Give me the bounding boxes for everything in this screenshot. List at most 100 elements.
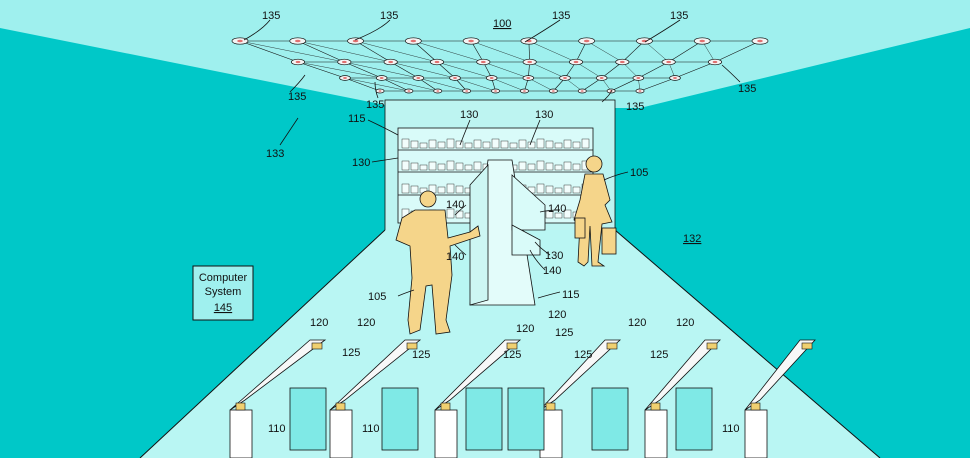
ceiling-light-lens bbox=[583, 39, 590, 43]
shelf-product bbox=[545, 140, 554, 149]
bin-label-4: 140 bbox=[543, 265, 561, 277]
light-grid-line bbox=[413, 40, 438, 63]
light-grid-diagonal bbox=[436, 61, 492, 79]
shelf-product bbox=[410, 162, 419, 171]
shelf-product bbox=[581, 138, 590, 149]
shelf-product bbox=[455, 162, 464, 171]
store-right-label: 132 bbox=[683, 233, 701, 245]
light-label-1: 135 bbox=[262, 10, 280, 22]
shelf-product bbox=[491, 138, 500, 149]
gate-panel-label: 125 bbox=[503, 349, 521, 361]
shelf-product bbox=[536, 160, 545, 171]
ceiling-light-lens bbox=[563, 77, 567, 79]
shelf-product bbox=[446, 160, 455, 171]
ceiling-light-lens bbox=[494, 90, 497, 92]
gate-sensor-back bbox=[706, 342, 718, 350]
light-grid-line bbox=[355, 40, 391, 63]
light-grid-diagonal bbox=[413, 40, 484, 63]
ceiling-light-lens bbox=[378, 90, 382, 92]
gate-pillar bbox=[539, 339, 622, 458]
shelf-product bbox=[428, 139, 437, 149]
shelf-product bbox=[563, 161, 572, 171]
light-grid-diagonal bbox=[491, 77, 525, 92]
gate-sensor-back bbox=[606, 342, 618, 350]
shelf-product bbox=[419, 164, 428, 171]
shelf-product bbox=[428, 161, 437, 171]
shelf-product bbox=[410, 140, 419, 149]
computer-system-box: Computer System 145 bbox=[192, 265, 254, 321]
ceiling-light-lens bbox=[294, 39, 301, 43]
person-center-label: 105 bbox=[368, 291, 386, 303]
light-grid-line bbox=[674, 61, 716, 79]
ceiling-light-lens bbox=[523, 90, 526, 92]
light-grid-line bbox=[622, 40, 645, 63]
light-grid-diagonal bbox=[529, 61, 566, 79]
light-grid-diagonal bbox=[644, 40, 669, 63]
light-grid-line bbox=[470, 40, 484, 63]
gate-sensor-front bbox=[335, 402, 346, 411]
ceiling-light-lens bbox=[465, 90, 469, 92]
ceiling-light-lens bbox=[343, 77, 347, 79]
gate-pillar bbox=[434, 339, 522, 458]
light-grid-line bbox=[381, 77, 410, 92]
gate-panel-label: 125 bbox=[342, 347, 360, 359]
ceiling-light-lens bbox=[712, 60, 718, 64]
gate-panel-label: 125 bbox=[650, 349, 668, 361]
gate-sensor-label: 120 bbox=[676, 317, 694, 329]
shelf-product bbox=[482, 141, 491, 149]
floor-edge-left bbox=[139, 229, 386, 458]
shelf-product bbox=[563, 184, 572, 194]
light-grid-diagonal bbox=[418, 77, 467, 92]
ceiling-light-lens bbox=[410, 39, 417, 43]
ceiling-light-lens bbox=[352, 39, 359, 43]
shelf-product bbox=[545, 162, 554, 171]
shelf-product bbox=[446, 183, 455, 194]
shelf-product bbox=[446, 138, 455, 149]
computer-system-line1: Computer bbox=[199, 272, 248, 284]
shelf-product bbox=[437, 186, 446, 194]
shelf-product bbox=[437, 163, 446, 171]
ceiling-lights bbox=[231, 37, 769, 94]
ceiling-light-lens bbox=[416, 77, 421, 79]
gate-panel-label: 125 bbox=[574, 349, 592, 361]
light-label-7: 135 bbox=[626, 101, 644, 113]
ceiling-light-lens bbox=[295, 60, 301, 64]
light-grid-line bbox=[390, 61, 419, 79]
shelf-product bbox=[509, 142, 518, 149]
light-grid-diagonal bbox=[381, 77, 438, 92]
ceiling-light-lens bbox=[453, 77, 457, 79]
light-grid-diagonal bbox=[344, 77, 409, 92]
shelf-product bbox=[572, 141, 581, 149]
shelf-product bbox=[527, 163, 536, 171]
light-grid-line bbox=[714, 40, 761, 63]
gate-pillar bbox=[644, 339, 721, 458]
gate-panel-label: 125 bbox=[412, 349, 430, 361]
gate-front bbox=[644, 409, 668, 458]
shelf-product bbox=[464, 164, 473, 171]
shelf-product bbox=[455, 140, 464, 149]
shelf-product bbox=[554, 164, 563, 171]
shelf-item-label-top1: 130 bbox=[460, 109, 478, 121]
shelf-product bbox=[473, 139, 482, 149]
gate-front bbox=[744, 409, 768, 458]
shelf-product bbox=[401, 138, 410, 149]
gate-sensor-label: 120 bbox=[548, 309, 566, 321]
light-grid-diagonal bbox=[483, 61, 529, 79]
gate-pillar bbox=[229, 339, 327, 458]
gate-label: 110 bbox=[722, 423, 740, 435]
ceiling-light-lens bbox=[468, 39, 474, 43]
computer-system-line2: System bbox=[205, 286, 242, 298]
light-grid-line bbox=[575, 40, 587, 63]
ceiling-light-lens bbox=[757, 39, 763, 43]
gate-sensor-back bbox=[801, 342, 813, 350]
shelf-product bbox=[500, 140, 509, 149]
light-label-2: 135 bbox=[380, 10, 398, 22]
gate-label: 110 bbox=[268, 423, 286, 435]
gate-panel bbox=[381, 387, 419, 451]
gate-pillar bbox=[744, 339, 816, 458]
shelf-product bbox=[518, 161, 527, 171]
ceiling-light-lens bbox=[379, 77, 384, 79]
ceiling-light-lens bbox=[599, 77, 604, 79]
ceiling-light-lens bbox=[489, 77, 494, 79]
